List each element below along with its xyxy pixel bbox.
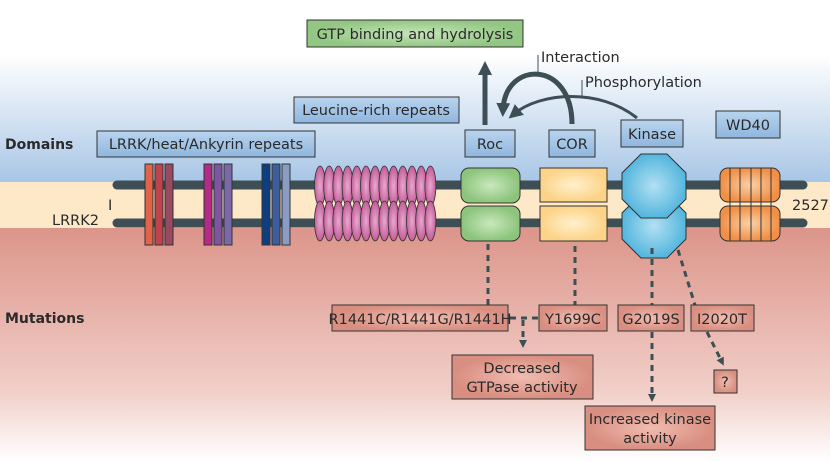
lrrk-heat-ankyrin-label: LRRK/heat/Ankyrin repeats [109,137,303,153]
phosphorylation-arrow [508,95,638,120]
kinase-label: Kinase [628,127,676,143]
cor-label: COR [556,137,588,153]
leucine-rich-label-box [293,96,460,124]
unknown-effect-box [713,369,738,394]
repeat-bar [154,163,164,246]
interaction-label: Interaction [541,50,620,66]
wd40-domain-bottom [719,205,781,242]
cor-domain-bottom [539,205,608,242]
repeat-bar [203,163,213,246]
repeat-bar [281,163,291,246]
gtpase-effect-line1: Decreased [483,361,560,377]
protein-name: LRRK2 [52,213,99,229]
kinase-effect-box [584,405,716,451]
cor-mutation-label: Y1699C [544,312,601,328]
repeat-bar [144,163,154,246]
roc-label-box [464,129,516,158]
cor-label-box [548,129,596,158]
repeat-bar [223,163,233,246]
g2019s-mutation-box [617,304,685,332]
wd40-label: WD40 [726,118,770,134]
gtpase-effect-line2: GTPase activity [466,380,578,396]
kinase-label-box [620,119,684,148]
i2020t-mutation-label: I2020T [697,312,747,328]
domains-label: Domains [5,137,73,153]
ankyrin-repeat-bars [144,163,291,246]
roc-mutation-box [331,304,509,332]
lrrk-heat-ankyrin-label-box [96,130,316,158]
kinase-domain-top [621,153,687,219]
roc-domain-top [460,167,521,204]
gtpase-effect-box [451,354,594,400]
interaction-arrow [496,71,575,125]
kinase-effect-line1: Increased kinase [589,412,711,428]
kinase-effect-line2: activity [623,431,677,447]
wd40-label-box [715,110,781,139]
unknown-effect-arrow [705,331,724,366]
gtp-function-label: GTP binding and hydrolysis [317,27,514,43]
i2020t-mutation-box [690,304,755,332]
gtp-function-box [306,19,524,48]
g2019s-mutation-label: G2019S [622,312,679,328]
cor-domain-top [539,167,608,203]
roc-domain-bottom [460,205,521,242]
unknown-effect-label: ? [721,375,729,391]
wd40-domain-top [719,167,781,203]
start-residue: I [108,198,112,214]
roc-mutation-label: R1441C/R1441G/R1441H [329,312,512,328]
repeat-bar [213,163,223,246]
roc-label: Roc [477,137,503,153]
repeat-bar [271,163,281,246]
phosphorylation-label: Phosphorylation [585,75,702,91]
leucine-rich-repeat [424,200,437,242]
cor-mutation-box [538,304,608,332]
leucine-rich-label: Leucine-rich repeats [302,103,450,119]
kinase2-mutation-connector [676,249,697,306]
wd40-domain [719,167,781,242]
leucine-rich-repeat-ellipses [314,165,437,242]
repeat-bar [164,163,174,246]
mutations-label: Mutations [5,311,84,327]
end-residue: 2527 [792,198,829,214]
leucine-rich-repeat [424,165,437,207]
repeat-bar [261,163,271,246]
